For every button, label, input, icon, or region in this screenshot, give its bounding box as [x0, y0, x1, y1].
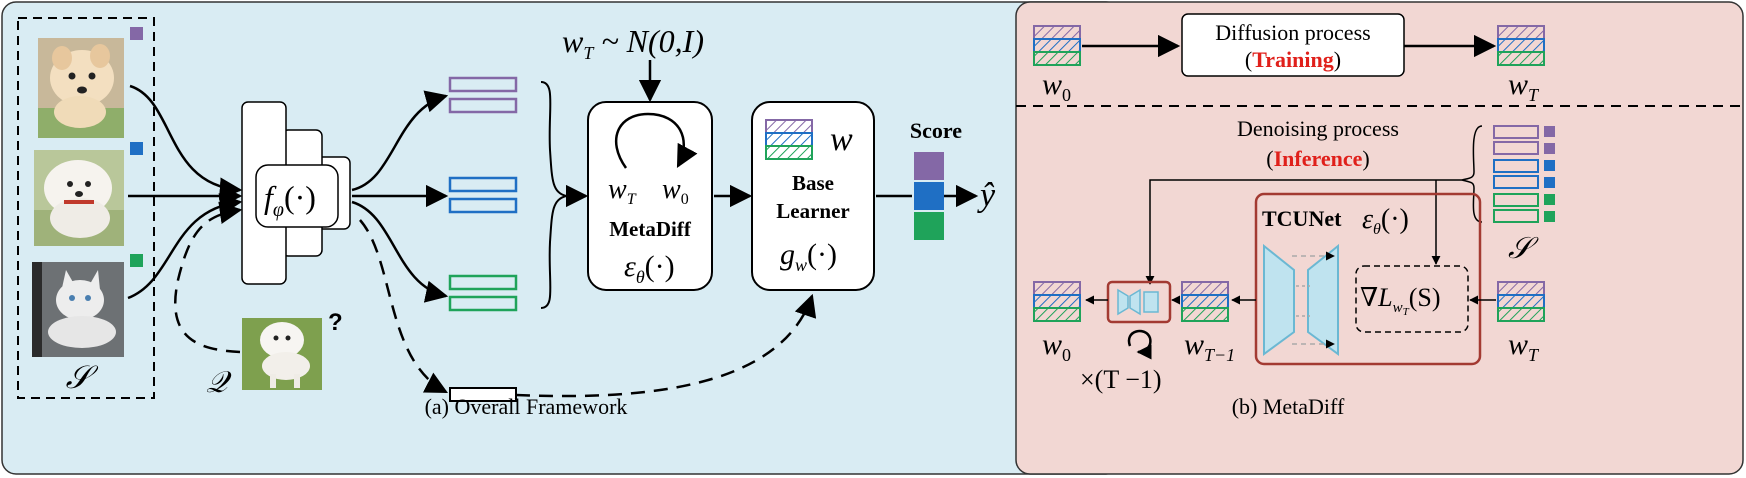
- metadiff-w0: w0: [662, 174, 689, 208]
- noise-label: wT ~ N(0,I): [562, 23, 704, 63]
- support-set-box: [17, 17, 155, 399]
- repeat-loop-icon: [1127, 329, 1152, 360]
- unet-shape: [1263, 243, 1339, 356]
- metadiff-title: MetaDiff: [609, 217, 692, 241]
- score-purple: [914, 152, 944, 180]
- inference-label: (Inference): [1266, 146, 1369, 171]
- learner-fn: gw(·): [780, 238, 837, 275]
- purple-label-square: [130, 27, 143, 40]
- tcunet-box: [1254, 192, 1482, 366]
- learner-w: w: [830, 121, 853, 158]
- right-caption: (b) MetaDiff: [1232, 394, 1345, 419]
- score-green: [914, 212, 944, 240]
- training-label: (Training): [1245, 47, 1341, 72]
- query-mark: ?: [328, 309, 343, 336]
- w0-bottom-label: w0: [1042, 328, 1071, 365]
- learner-title-2: Learner: [776, 199, 849, 223]
- arrow-encoder-purple: [351, 90, 449, 192]
- arrow-img1-encoder: [129, 84, 243, 200]
- feature-encoder: [241, 101, 351, 285]
- feature-bars: [448, 76, 518, 402]
- metadiff-wT: wT: [608, 174, 637, 208]
- tcunet-title: TCUNet: [1262, 206, 1342, 231]
- denoise-title: Denoising process: [1237, 116, 1399, 141]
- arrow-encoder-green: [351, 200, 449, 303]
- cat-photo: [32, 262, 124, 357]
- green-label-square: [130, 254, 143, 267]
- arrow-query-encoder: [174, 201, 243, 354]
- wT1-label: wT−1: [1184, 328, 1235, 365]
- arrow-encoder-query: [359, 219, 448, 394]
- learner-weight-stack: [765, 119, 813, 160]
- metadiff-fn: εθ(·): [624, 250, 675, 287]
- tcunet-fn: εθ(·): [1362, 204, 1409, 238]
- wT-top-stack: [1497, 25, 1545, 66]
- w0-bottom-stack: [1033, 281, 1081, 322]
- blue-label-square: [130, 142, 143, 155]
- learner-title-1: Base: [792, 171, 834, 195]
- left-caption: (a) Overall Framework: [425, 394, 628, 419]
- arrow-support-to-repeat: [1145, 179, 1462, 285]
- repeat-label: ×(T −1): [1080, 365, 1162, 394]
- encoder-label: fφ(·): [264, 179, 316, 221]
- w0-top-label: w0: [1042, 68, 1071, 105]
- wT1-stack: [1181, 281, 1229, 322]
- wT-bottom-stack: [1497, 281, 1545, 322]
- wT-top-label: wT: [1508, 68, 1540, 105]
- mini-unet: [1117, 288, 1159, 316]
- right-panel: [1015, 1, 1744, 475]
- score-label: Score: [910, 118, 962, 143]
- support-feature-stack: [1493, 125, 1555, 223]
- gradient-box: [1355, 265, 1469, 333]
- dog-pomeranian-photo: [38, 38, 124, 138]
- output-label: ŷ: [977, 177, 996, 214]
- loop-arrow-icon: [615, 112, 698, 169]
- gradient-label: ∇LwT(S): [1360, 283, 1441, 318]
- score-blue: [914, 182, 944, 210]
- dog-bichon-photo: [34, 150, 124, 246]
- w0-top-stack: [1033, 25, 1081, 66]
- dog-query-photo: [242, 318, 322, 390]
- diffusion-title: Diffusion process: [1215, 20, 1370, 45]
- repeat-box: [1106, 280, 1172, 324]
- arrow-img3-encoder: [127, 193, 243, 300]
- arrow-query-learner: [515, 293, 817, 398]
- wT-bottom-label: wT: [1508, 328, 1540, 365]
